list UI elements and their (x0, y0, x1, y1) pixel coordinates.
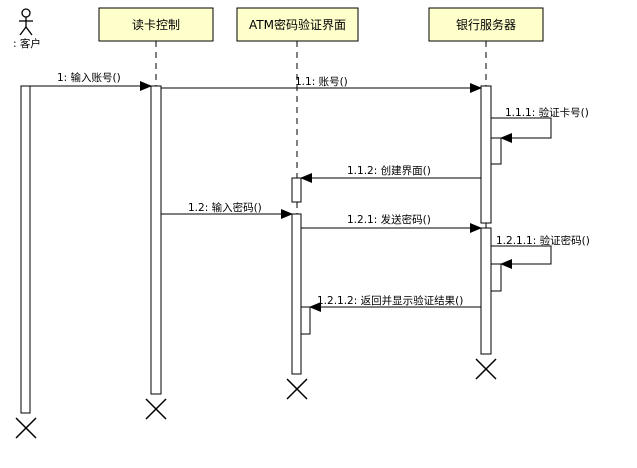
participant-card-reader: 读卡控制 (98, 7, 214, 42)
participant-card-reader-label: 读卡控制 (132, 18, 180, 32)
message-label-1-2-1: 1.2.1: 发送密码() (347, 213, 431, 226)
message-label-1-1: 1.1: 账号() (295, 76, 348, 88)
participant-atm-ui: ATM密码验证界面 (236, 7, 359, 42)
activation-card-reader (150, 85, 162, 395)
activation-bank-server-2 (480, 227, 492, 355)
message-arrow-1-2-1-1 (491, 245, 552, 269)
message-label-1: 1: 输入账号() (57, 71, 121, 84)
message-label-1-2-1-1: 1.2.1.1: 验证密码() (496, 234, 590, 247)
participant-bank-server: 银行服务器 (428, 7, 544, 42)
actor-customer: : 客户 (13, 8, 41, 50)
destroy-actor-icon (15, 417, 37, 439)
actor-stick-figure-icon (19, 8, 33, 36)
participant-bank-server-label: 银行服务器 (456, 17, 516, 32)
activation-atm-ui-create (291, 177, 302, 203)
activation-bank-server-1 (480, 85, 492, 224)
destroy-bank-server-icon (475, 358, 497, 380)
activation-atm-ui-nested (300, 306, 311, 335)
activation-atm-ui-main (291, 213, 302, 375)
message-label-1-2-1-2: 1.2.1.2: 返回并显示验证结果() (317, 294, 463, 307)
message-label-1-1-2: 1.1.2: 创建界面() (347, 164, 431, 177)
message-arrow-1-1-1 (491, 117, 552, 143)
activation-actor (20, 85, 31, 414)
actor-label: : 客户 (13, 37, 41, 50)
activation-bank-server-nested-2 (490, 263, 502, 292)
destroy-card-reader-icon (145, 398, 167, 420)
message-label-1-1-1: 1.1.1: 验证卡号() (505, 106, 589, 119)
destroy-atm-ui-icon (286, 378, 308, 400)
activation-bank-server-nested-1 (490, 137, 502, 165)
message-label-1-2: 1.2: 输入密码() (188, 201, 262, 214)
participant-atm-ui-label: ATM密码验证界面 (249, 17, 346, 32)
